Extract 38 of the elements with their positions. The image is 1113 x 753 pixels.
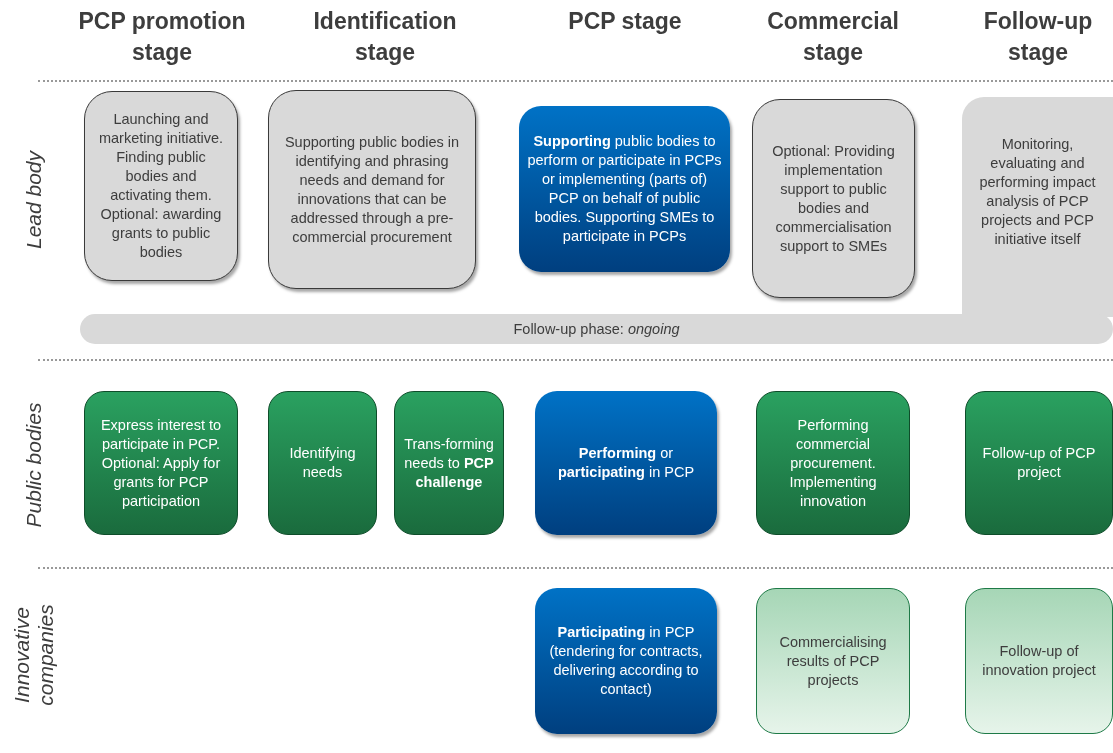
box-text: Express interest to participate in PCP. Optional: Apply for grants for PCP participation: [99, 415, 223, 511]
row-label: Public bodies: [22, 401, 46, 530]
process-box: [268, 90, 476, 289]
box-text: Monitoring, evaluating and performing impact analysis of PCP projects and PCP initiative itself: [978, 135, 1097, 249]
box-text: Participating in PCP (tendering for contracts, delivering according to contact): [548, 623, 704, 699]
process-box: [965, 588, 1113, 734]
box-text: Follow-up phase: ongoing: [513, 319, 680, 339]
stage-heading: PCP promotion stage: [77, 7, 247, 67]
process-box: [84, 91, 238, 281]
process-box: [519, 106, 730, 272]
process-box: [268, 391, 377, 535]
process-box: [965, 391, 1113, 535]
box-text: Follow-up of innovation project: [981, 642, 1097, 680]
stage-heading: Commercial stage: [766, 7, 900, 67]
process-box: [756, 391, 910, 535]
box-text: Supporting public bodies to perform or participate in PCPs or implementing (parts of) PCP on behalf of public bodies. Supporting SMEs to participate in PCPs: [527, 132, 722, 246]
process-box: [535, 588, 717, 734]
stage-heading: PCP stage: [567, 7, 683, 36]
process-box: [535, 391, 717, 535]
process-box: [752, 99, 915, 298]
box-text: Optional: Providing implementation support to public bodies and commercialisation support to SMEs: [771, 141, 896, 256]
process-box: [394, 391, 504, 535]
stage-heading: Identification stage: [312, 7, 458, 67]
box-text: Identifying needs: [288, 444, 357, 482]
row-label: Innovative companies: [10, 603, 58, 708]
box-text: Commercialising results of PCP projects: [778, 632, 888, 690]
phase-band: [80, 314, 1113, 344]
box-text: Supporting public bodies in identifying and phrasing needs and demand for innovations that can be addressed through a pre-commercial procurement: [283, 132, 461, 247]
process-box: [962, 97, 1113, 317]
stage-heading: Follow-up stage: [982, 7, 1094, 67]
box-text: Follow-up of PCP project: [981, 444, 1097, 482]
box-text: Launching and marketing initiative. Finding public bodies and activating them. Optional: awarding grants to public bodies: [97, 110, 225, 262]
box-text: Trans-forming needs to PCP challenge: [403, 434, 495, 492]
box-text: Performing or participating in PCP: [556, 444, 696, 482]
process-box: [84, 391, 238, 535]
row-label: Lead body: [22, 149, 46, 252]
process-box: [756, 588, 910, 734]
box-text: Performing commercial procurement. Implementing innovation: [788, 415, 878, 511]
